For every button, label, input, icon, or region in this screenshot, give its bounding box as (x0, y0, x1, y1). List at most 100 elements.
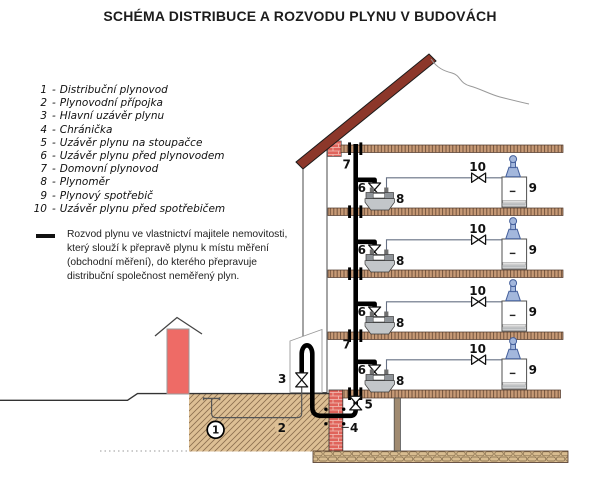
protective-sleeve-dots (324, 407, 346, 426)
label-appliance-valve: 10 (469, 284, 486, 298)
appliance-valve-icon (470, 234, 487, 246)
label-service-connection: 2 (278, 421, 286, 435)
legend-item: 5-Uzávěr plynu na stoupačce (40, 136, 203, 149)
flange-mark (359, 142, 363, 155)
ownership-note: Rozvod plynu ve vlastnictví majitele nem… (67, 228, 317, 284)
house-riser-pipe (299, 144, 358, 419)
label-gas-meter: 8 (396, 316, 404, 330)
label-appliance: 9 (529, 181, 537, 195)
page-title: SCHÉMA DISTRIBUCE A ROZVODU PLYNU V BUDO… (103, 8, 497, 24)
legend-item: 3-Hlavní uzávěr plynu (40, 110, 165, 123)
sleeve-dot (324, 422, 328, 426)
distribution-main-tee (202, 397, 221, 401)
label-house-pipe-bottom: 7 (343, 338, 351, 352)
gas-appliance-icon (501, 337, 528, 390)
legend-item-label: Plynový spotřebič (59, 189, 153, 202)
floor-unit: 6 8 10 9 (355, 217, 537, 273)
service-connection-pipe (211, 386, 303, 419)
label-appliance-valve: 10 (469, 160, 486, 174)
label-appliance: 9 (529, 243, 537, 257)
legend-item: 4-Chránička (40, 123, 113, 136)
label-floor-valve: 6 (358, 181, 366, 195)
legend-item-label: Hlavní uzávěr plynu (59, 110, 165, 123)
gas-pillar (166, 328, 190, 395)
sleeve-dot (342, 422, 346, 426)
appliance-flue-icon (505, 279, 522, 302)
note-line: který slouží k přepravě plynu k místu mě… (67, 242, 270, 254)
legend-item: 1-Distribuční plynovod (40, 84, 168, 96)
floor-slab (342, 389, 561, 399)
label-main-valve: 3 (278, 372, 286, 386)
soil-hatch (189, 393, 329, 452)
sleeve-dot (342, 407, 346, 411)
label-gas-meter: 8 (396, 192, 404, 206)
appliance-flue-icon (505, 217, 522, 240)
flange-mark (348, 267, 351, 280)
floor-slab (327, 269, 564, 278)
main-valve-icon (295, 372, 309, 388)
legend-item-label: Distribuční plynovod (59, 84, 168, 96)
gas-meter-icon (364, 187, 395, 211)
label-distribution-pipe: 1 (212, 425, 219, 437)
gas-meter-icon (364, 369, 395, 393)
legend-item: 7-Domovní plynovod (40, 163, 159, 176)
gas-appliance-icon (501, 217, 528, 270)
appliance-valve-icon (470, 296, 487, 308)
label-appliance: 9 (529, 363, 537, 377)
flange-mark (359, 387, 363, 400)
pillar-cap-icon (154, 316, 203, 337)
gas-appliance-icon (501, 279, 528, 332)
distribution-pipe-badge (206, 420, 225, 440)
riser-valve-icon (349, 395, 363, 411)
owner-pipe-line-symbol (36, 234, 55, 238)
floor-unit: 6 8 10 9 (355, 337, 537, 393)
gas-appliance-icon (501, 155, 528, 208)
floor-unit: 6 8 10 9 (355, 279, 537, 335)
legend-item: 2-Plynovodní přípojka (40, 97, 163, 110)
roof-break-line (430, 58, 530, 105)
foundation (312, 450, 569, 463)
label-gas-meter: 8 (396, 254, 404, 268)
label-gas-meter: 8 (396, 374, 404, 388)
appliance-flue-icon (505, 337, 522, 360)
legend-item: 9-Plynový spotřebič (40, 189, 153, 202)
riser-slab-flanges (348, 142, 363, 400)
label-halo (274, 420, 289, 435)
appliance-flue-icon (505, 155, 522, 178)
label-riser-valve: 5 (365, 398, 373, 412)
legend-item-label: Uzávěr plynu na stoupačce (59, 136, 203, 149)
flange-mark (348, 142, 351, 155)
legend-list: 1-Distribuční plynovod 2-Plynovodní příp… (30, 84, 226, 216)
note-line: distribuční společnost neměřený plyn. (67, 270, 240, 282)
brick-wall-basement (328, 389, 344, 452)
label-protective-sleeve: 4 (350, 421, 358, 435)
meter-display (372, 193, 386, 199)
flange-mark (359, 329, 363, 342)
legend-item-label: Uzávěr plynu před plynovodem (59, 150, 225, 163)
note-line: (obchodní měření), do kterého přepravuje (67, 256, 258, 268)
label-house-pipe-top: 7 (343, 158, 351, 172)
appliance-valve-icon (470, 354, 487, 366)
floor-slab (340, 144, 564, 153)
meter-display (372, 375, 386, 381)
legend-item: 10-Uzávěr plynu před spotřebičem (33, 202, 226, 215)
meter-display (372, 255, 386, 261)
flange-mark (359, 205, 363, 218)
floor-unit: 6 8 10 9 (355, 155, 537, 211)
legend-item: 6-Uzávěr plynu před plynovodem (40, 150, 225, 163)
flange-mark (348, 387, 351, 400)
sleeve-dot (324, 407, 328, 411)
legend-item-label: Domovní plynovod (59, 163, 159, 176)
appliance-valve-icon (470, 172, 487, 184)
meter-display (372, 317, 386, 323)
flange-mark (359, 267, 363, 280)
label-appliance-valve: 10 (469, 222, 486, 236)
legend-item-label: Plynovodní přípojka (59, 97, 163, 110)
flange-mark (348, 329, 351, 342)
label-floor-valve: 6 (358, 243, 366, 257)
legend-item-label: Chránička (59, 123, 113, 136)
gas-meter-icon (364, 311, 395, 335)
floor-slab (327, 331, 564, 340)
